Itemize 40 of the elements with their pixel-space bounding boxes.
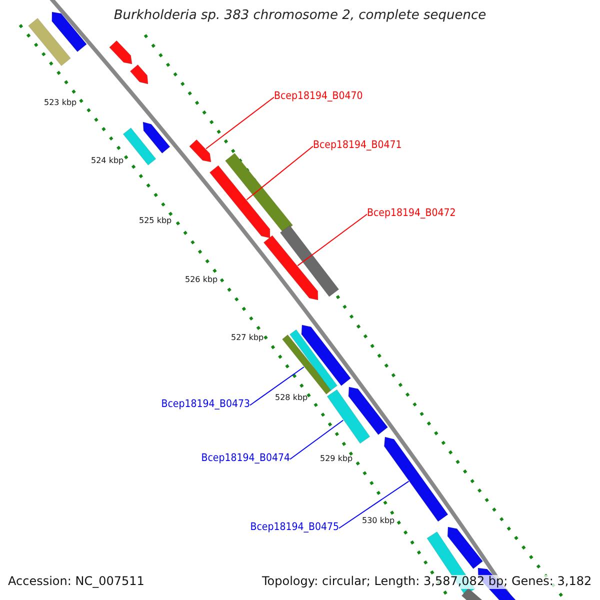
title: Burkholderia sp. 383 chromosome 2, complete sequence: [112, 9, 488, 24]
gene-bar: [28, 18, 71, 66]
gene-bar: [280, 225, 340, 297]
gene-segment: [52, 12, 87, 52]
gene-segment: [301, 324, 351, 386]
gene-segment: [348, 386, 388, 435]
leader-line: [250, 366, 304, 406]
gene-segment: [263, 235, 318, 300]
footer-text: Accession: NC_007511: [8, 575, 144, 589]
scale-label: 530 kbp: [362, 516, 395, 526]
leader-line: [290, 420, 344, 460]
scale-label: 524 kbp: [91, 156, 124, 166]
scale-label: 527 kbp: [231, 333, 264, 342]
scale-label: 529 kbp: [320, 454, 353, 464]
gene-label: Bcep18194_B0475: [250, 521, 339, 534]
gene-bar: [122, 128, 156, 166]
gene-segment: [189, 139, 212, 162]
scale-label: 525 kbp: [139, 216, 172, 226]
gene-segment: [209, 165, 270, 238]
gene-segment: [447, 526, 483, 569]
footer-text: Topology: circular; Length: 3,587,082 bp; Genes: 3,182: [262, 575, 592, 589]
gene-label: Bcep18194_B0474: [201, 452, 290, 464]
scale-label: 528 kbp: [275, 393, 308, 402]
gene-bar: [225, 152, 293, 234]
scale-label: 526 kbp: [185, 275, 218, 284]
gene-bar: [290, 329, 338, 391]
gene-label: Bcep18194_B0473: [161, 398, 250, 410]
leader-line: [297, 214, 368, 266]
gene-segment: [130, 64, 148, 84]
gene-segment: [142, 122, 170, 154]
gene-bar: [282, 334, 332, 394]
gene-label: Bcep18194_B0470: [274, 90, 363, 102]
leader-line: [246, 146, 314, 200]
gene-bar: [326, 389, 370, 444]
leader-line: [338, 480, 410, 529]
gene-segment: [109, 40, 132, 64]
scale-label: 523 kbp: [44, 98, 77, 108]
gene-label: Bcep18194_B0472: [367, 207, 456, 220]
gene-label: Bcep18194_B0471: [313, 139, 402, 152]
leader-line: [206, 96, 274, 150]
